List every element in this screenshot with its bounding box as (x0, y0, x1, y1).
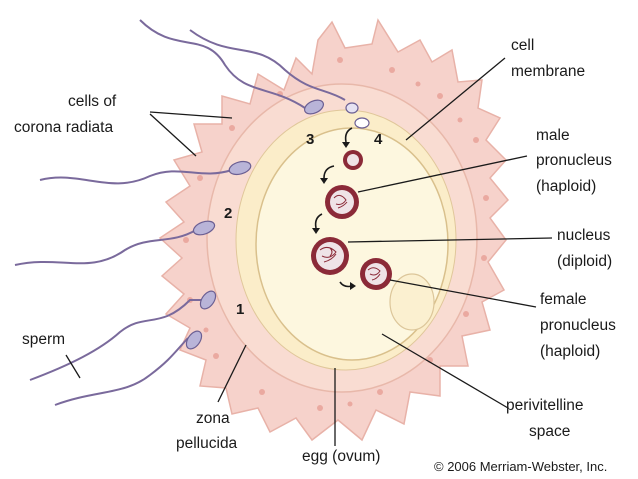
label-corona-1: cells of (68, 93, 117, 110)
label-zona-1: zona (196, 410, 230, 427)
label-nucleus-1: nucleus (557, 227, 611, 244)
label-zona-2: pellucida (176, 435, 238, 452)
sperm-tail (14, 229, 197, 266)
process-arrows (312, 127, 356, 290)
copyright: © 2006 Merriam-Webster, Inc. (434, 459, 607, 474)
sperm-head (228, 160, 252, 176)
leader-lines (65, 57, 553, 446)
stage-number-3: 3 (306, 131, 314, 148)
label-female-pronucleus-1: female (540, 291, 587, 308)
label-perivitelline-1: perivitelline (506, 397, 584, 414)
male-pronucleus (325, 185, 359, 219)
sperm-tail (54, 337, 189, 406)
label-perivitelline-2: space (529, 423, 570, 440)
stage-number-4: 4 (374, 131, 383, 148)
sperm-head (192, 220, 216, 236)
label-nucleus-2: (diploid) (557, 253, 612, 270)
sperm-cells (14, 19, 346, 406)
label-egg: egg (ovum) (302, 448, 380, 465)
male-pronucleus-small (343, 150, 363, 170)
label-female-pronucleus-3: (haploid) (540, 343, 600, 360)
female-pronucleus (360, 258, 392, 290)
label-male-pronucleus-1: male (536, 127, 570, 144)
stage-number-1: 1 (236, 301, 244, 318)
cytoplasm-vesicle (389, 273, 435, 331)
sperm-tail (39, 169, 233, 185)
label-female-pronucleus-2: pronucleus (540, 317, 616, 334)
sperm-tail (29, 299, 202, 381)
sperm-head (303, 99, 325, 115)
sperm-tail (189, 29, 346, 101)
sperm-heads (185, 99, 370, 350)
label-cell-membrane-1: cell (511, 37, 534, 54)
sperm-head (354, 117, 370, 129)
label-sperm: sperm (22, 331, 65, 348)
label-corona-2: corona radiata (14, 119, 113, 136)
diploid-nucleus (311, 237, 349, 275)
sperm-tail (139, 19, 306, 109)
label-cell-membrane-2: membrane (511, 63, 585, 80)
label-male-pronucleus-3: (haploid) (536, 178, 596, 195)
stage-number-2: 2 (224, 205, 232, 222)
sperm-head (345, 102, 359, 114)
sperm-head (185, 330, 203, 350)
sperm-head (199, 290, 217, 310)
label-male-pronucleus-2: pronucleus (536, 152, 612, 169)
